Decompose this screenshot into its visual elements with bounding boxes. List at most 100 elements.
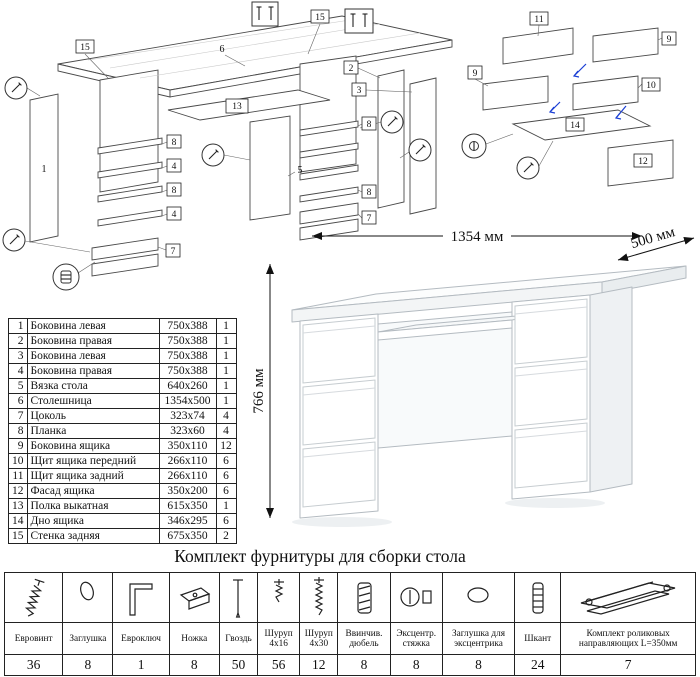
part-label: 13	[232, 102, 242, 112]
hardware-item-name: Гвоздь	[218, 622, 259, 655]
part-name: Столешница	[26, 393, 160, 409]
part-size: 750x388	[158, 333, 217, 349]
part-number: 5	[8, 378, 28, 394]
part-number: 13	[8, 498, 28, 514]
part-qty: 4	[215, 408, 237, 424]
part-name: Фасад ящика	[26, 483, 160, 499]
drawer-detail-diagram: 11 9 9 10 14 12	[461, 11, 677, 187]
part-name: Полка выкатная	[26, 498, 160, 514]
hardware-item-name: Ножка	[168, 622, 220, 655]
drawer-fronts	[302, 298, 588, 508]
hardware-item-qty: 8	[168, 654, 220, 676]
part-label: 3	[357, 86, 362, 96]
part-name: Боковина правая	[26, 333, 160, 349]
part-label: 8	[172, 186, 177, 196]
screw-in-dowel-icon	[337, 572, 391, 623]
part-number: 15	[8, 528, 28, 544]
part-number: 4	[8, 363, 28, 379]
part-name: Вязка стола	[26, 378, 160, 394]
part-qty: 1	[215, 498, 237, 514]
dimension-lines	[266, 232, 695, 518]
part-qty: 1	[215, 333, 237, 349]
part-size: 266x110	[158, 453, 217, 469]
hardware-callouts	[2, 1, 432, 291]
part-label: 8	[172, 138, 177, 148]
part-label: 5	[298, 165, 303, 176]
wooden-dowel-icon	[514, 572, 562, 623]
assembly-diagram: 15 15 13 8 4 8 4 7 2 3 8 8 7 6 1 5	[2, 1, 453, 291]
part-qty: 12	[215, 438, 237, 454]
part-size: 266x110	[158, 468, 217, 484]
part-qty: 4	[215, 423, 237, 439]
part-qty: 6	[215, 483, 237, 499]
part-number: 6	[8, 393, 28, 409]
part-name: Цоколь	[26, 408, 160, 424]
floor-shadow	[505, 498, 605, 508]
part-label: 12	[638, 157, 648, 167]
part-qty: 1	[215, 363, 237, 379]
part-size: 750x388	[158, 318, 217, 334]
hardware-item-qty: 36	[3, 654, 64, 676]
height-dimension: 766 мм	[251, 368, 267, 414]
part-qty: 6	[215, 453, 237, 469]
screw-4x30-icon	[299, 572, 339, 623]
leader-lines	[24, 23, 413, 274]
part-qty: 6	[215, 468, 237, 484]
hardware-item-name: Заглушка для эксцентрика	[441, 622, 516, 655]
part-name: Боковина правая	[26, 363, 160, 379]
part-size: 346x295	[158, 513, 217, 529]
part-label: 8	[367, 120, 372, 130]
part-qty: 6	[215, 513, 237, 529]
hardware-item-name: Ввинчив. дюбель	[337, 622, 391, 655]
part-qty: 1	[215, 378, 237, 394]
hardware-item-qty: 12	[299, 654, 339, 676]
part-number-labels: 15 15 13 8 4 8 4 7 2 3 8 8 7	[75, 9, 377, 258]
part-name: Боковина левая	[26, 348, 160, 364]
hardware-item-qty: 56	[257, 654, 301, 676]
part-number: 7	[8, 408, 28, 424]
confirmat-screw-icon	[3, 572, 64, 623]
part-label: 1	[42, 164, 47, 175]
part-name: Стенка задняя	[26, 528, 160, 544]
hardware-item-name: Евровинт	[3, 622, 64, 655]
drawer-grooves	[302, 306, 588, 458]
part-size: 323x60	[158, 423, 217, 439]
hardware-item-name: Шуруп 4x16	[257, 622, 301, 655]
depth-dimension: 500 мм	[629, 224, 677, 252]
hardware-item-qty: 8	[62, 654, 114, 676]
part-label: 6	[220, 44, 225, 55]
part-name: Щит ящика передний	[26, 453, 160, 469]
part-size: 675x350	[158, 528, 217, 544]
part-label: 15	[315, 13, 325, 23]
part-size: 350x200	[158, 483, 217, 499]
hardware-item-name: Комплект роликовых направляющих L=350мм	[560, 622, 696, 655]
part-name: Боковина ящика	[26, 438, 160, 454]
eccentric-cap-icon	[441, 572, 516, 623]
hardware-item-name: Заглушка	[62, 622, 114, 655]
part-number: 8	[8, 423, 28, 439]
part-number: 14	[8, 513, 28, 529]
floor-shadow	[292, 517, 392, 527]
part-name: Планка	[26, 423, 160, 439]
part-number: 1	[8, 318, 28, 334]
part-label: 11	[534, 15, 543, 25]
hardware-item-qty: 7	[560, 654, 696, 676]
part-qty: 1	[215, 348, 237, 364]
part-size: 323x74	[158, 408, 217, 424]
desk-render: 1354 мм 500 мм 766 мм	[251, 224, 695, 527]
screw-callout-box	[251, 1, 279, 27]
part-label: 14	[570, 121, 580, 131]
part-label: 7	[367, 214, 372, 224]
hardware-item-name: Эксцентр. стяжка	[389, 622, 443, 655]
hardware-item-qty: 1	[112, 654, 170, 676]
